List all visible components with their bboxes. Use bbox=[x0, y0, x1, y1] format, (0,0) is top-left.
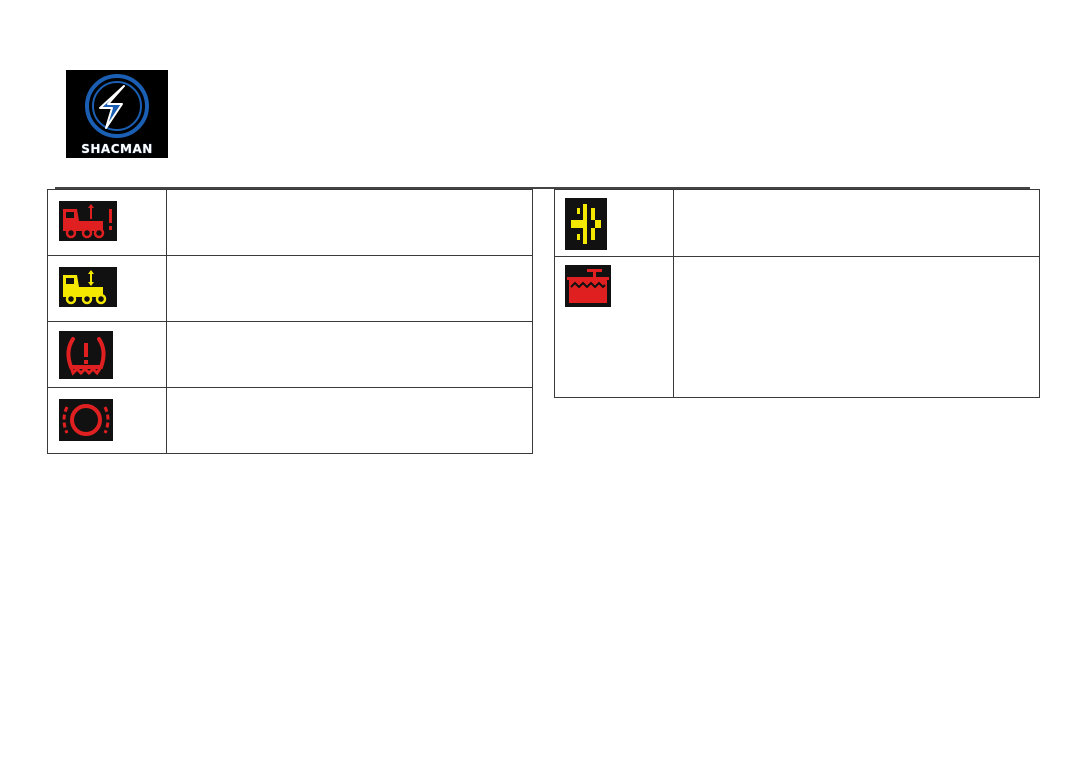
table-row bbox=[47, 255, 533, 322]
table-row bbox=[47, 321, 533, 388]
description-cell bbox=[166, 387, 533, 454]
table-row bbox=[47, 189, 533, 256]
header-divider bbox=[55, 187, 1030, 189]
table-row bbox=[554, 189, 1040, 257]
brake-pad-wear-icon bbox=[59, 399, 113, 441]
description-cell bbox=[166, 189, 533, 256]
table-row bbox=[554, 256, 1040, 398]
logo-text: SHACMAN bbox=[81, 142, 153, 156]
icon-cell bbox=[554, 189, 674, 257]
shacman-logo: SHACMAN bbox=[66, 70, 168, 158]
description-cell bbox=[673, 189, 1040, 257]
description-cell bbox=[166, 255, 533, 322]
icon-cell bbox=[554, 256, 674, 398]
indicator-table-right bbox=[554, 189, 1040, 398]
icon-cell bbox=[47, 387, 167, 454]
table-row bbox=[47, 387, 533, 454]
icon-cell bbox=[47, 255, 167, 322]
truck-lift-warning-icon bbox=[59, 201, 117, 241]
description-cell bbox=[166, 321, 533, 388]
icon-cell bbox=[47, 189, 167, 256]
coolant-level-icon bbox=[565, 265, 611, 307]
truck-lift-axle-icon bbox=[59, 267, 117, 307]
shacman-emblem-icon bbox=[85, 74, 149, 138]
indicator-table-left bbox=[47, 189, 533, 454]
tire-pressure-warning-icon bbox=[59, 331, 113, 379]
description-cell bbox=[673, 256, 1040, 398]
icon-cell bbox=[47, 321, 167, 388]
clutch-wear-icon bbox=[565, 198, 607, 250]
